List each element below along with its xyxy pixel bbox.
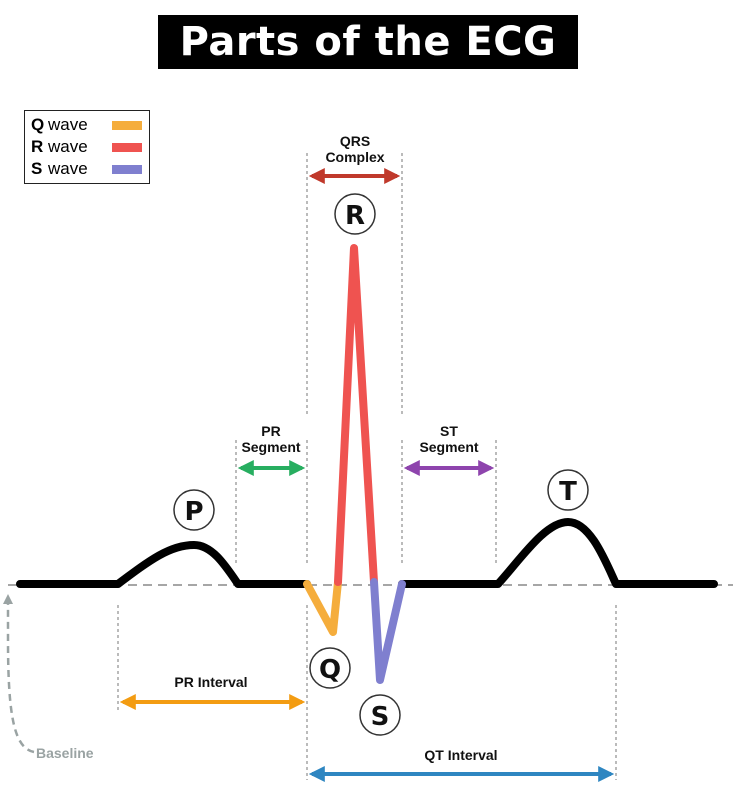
legend-item-r: R wave bbox=[31, 136, 143, 158]
baseline-arrow bbox=[3, 594, 35, 754]
legend-letter: S bbox=[31, 159, 43, 178]
p-wave-letter: P bbox=[184, 497, 203, 527]
legend-swatch-s bbox=[112, 164, 142, 174]
pr-segment-label-line2: Segment bbox=[241, 439, 300, 455]
qrs-label-line1: QRS bbox=[340, 133, 370, 149]
s-wave-marker: S bbox=[359, 694, 401, 736]
legend-item-q: Q wave bbox=[31, 114, 143, 136]
qrs-label-line2: Complex bbox=[325, 149, 384, 165]
legend: Q wave R wave S wave bbox=[24, 110, 150, 184]
qt-interval-label: QT Interval bbox=[424, 747, 497, 763]
legend-letter: Q bbox=[31, 115, 45, 134]
st-segment-label-line2: Segment bbox=[419, 439, 478, 455]
legend-label: wave bbox=[48, 137, 88, 156]
t-wave-marker: T bbox=[547, 469, 589, 511]
guide-lines bbox=[117, 153, 617, 780]
t-wave-trace bbox=[398, 518, 718, 588]
s-wave-letter: S bbox=[371, 702, 390, 732]
t-wave-letter: T bbox=[559, 477, 577, 507]
legend-label: wave bbox=[48, 159, 88, 178]
q-wave-letter: Q bbox=[319, 655, 341, 685]
legend-letter: R bbox=[31, 137, 44, 156]
r-wave-letter: R bbox=[345, 201, 365, 231]
q-wave-trace bbox=[303, 578, 342, 636]
legend-swatch-r bbox=[112, 142, 142, 152]
pr-interval-label: PR Interval bbox=[174, 674, 247, 690]
s-wave-trace bbox=[370, 578, 406, 684]
legend-item-s: S wave bbox=[31, 158, 143, 180]
r-wave-trace bbox=[334, 244, 378, 586]
st-segment-label-line1: ST bbox=[440, 423, 458, 439]
p-wave-marker: P bbox=[173, 489, 215, 531]
legend-label: wave bbox=[48, 115, 88, 134]
page-title: Parts of the ECG bbox=[158, 15, 578, 69]
p-wave-trace bbox=[16, 541, 311, 588]
legend-swatch-q bbox=[112, 120, 142, 130]
pr-segment-label-line1: PR bbox=[261, 423, 280, 439]
baseline-label: Baseline bbox=[36, 745, 94, 761]
r-wave-marker: R bbox=[334, 193, 376, 235]
q-wave-marker: Q bbox=[309, 647, 351, 689]
